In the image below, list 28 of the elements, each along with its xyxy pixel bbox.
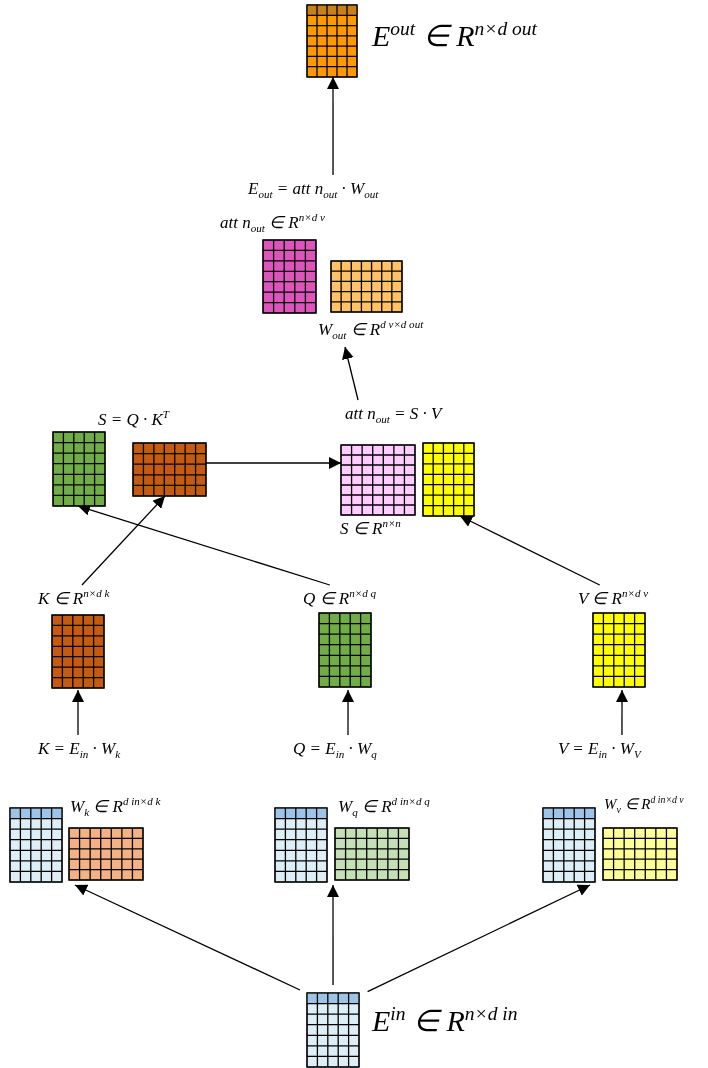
arrow	[366, 884, 591, 993]
formula-text: E$^{out}$ ∈ R$^{n×d out}$	[372, 18, 538, 52]
arrow	[459, 515, 601, 586]
formula-text: W$_{out}$ ∈ R$^{d v×d out}$	[318, 318, 424, 342]
arrow	[327, 76, 339, 176]
formula-text: E$_{out}$ = att n$_{out}$ · W$_{out}$	[248, 180, 379, 201]
formula-text: Q = E$_{in}$ · W$_{q}$	[293, 740, 377, 761]
formula-text: E$^{in}$ ∈ R$^{n×d in}$	[372, 1003, 518, 1037]
formula-text: V = E$_{in}$ · W$_{V}$	[558, 740, 641, 761]
arrow	[72, 689, 84, 736]
formula-text: W$_{k}$ ∈ R$^{d in×d k}$	[70, 795, 161, 819]
formula-text: W$_{q}$ ∈ R$^{d in×d q}$	[338, 795, 430, 819]
arrow	[81, 495, 166, 586]
formula-text: Q ∈ R$^{n×d q}$	[303, 587, 376, 609]
formula-text: W$_{v}$ ∈ R$^{d in×d v}$	[604, 795, 684, 816]
arrow	[205, 457, 342, 469]
formula-text: S ∈ R$^{n×n}$	[340, 517, 401, 539]
formula-text: att n$_{out}$ = S · V	[345, 405, 442, 426]
formula-text: V ∈ R$^{n×d v}$	[578, 587, 649, 609]
formula-text: S = Q · K$^{T}$	[98, 408, 169, 430]
arrow	[74, 884, 301, 991]
arrow	[342, 689, 355, 736]
formula-text: att n$_{out}$ ∈ R$^{n×d v}$	[220, 211, 325, 235]
arrow	[616, 689, 628, 736]
formula-text: K = E$_{in}$ · W$_{k}$	[38, 740, 121, 761]
arrow	[342, 346, 359, 401]
formula-text: K ∈ R$^{n×d k}$	[38, 587, 110, 609]
arrow	[327, 884, 339, 986]
